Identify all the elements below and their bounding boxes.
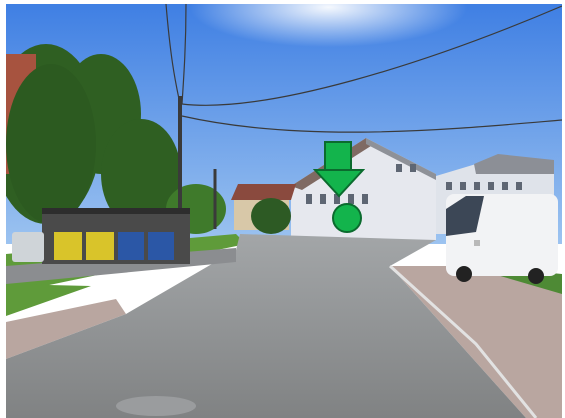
circle-marker-icon <box>332 203 362 233</box>
white-van <box>446 194 558 284</box>
street-scene <box>6 4 562 418</box>
sidewalk-left <box>6 299 126 359</box>
utility-poles <box>165 4 562 229</box>
down-arrow-icon <box>313 141 365 198</box>
street-photo <box>6 4 562 418</box>
bin-shelter <box>12 208 190 264</box>
road <box>6 234 526 418</box>
location-marker <box>313 140 365 236</box>
